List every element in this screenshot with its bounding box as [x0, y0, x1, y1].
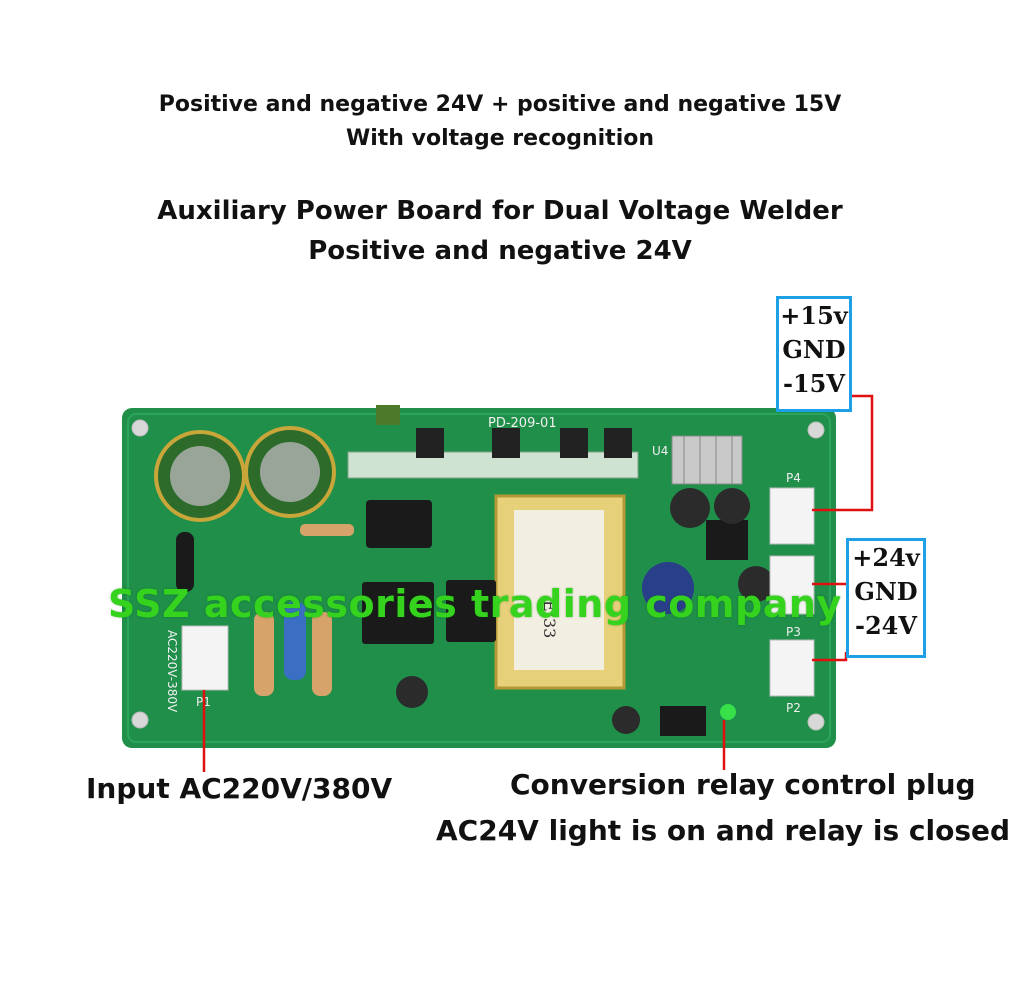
resistors [254, 524, 354, 696]
plus-15v-label: +15v [780, 301, 848, 330]
u4-silk: U4 [652, 444, 668, 458]
minus-24v-label: -24V [855, 611, 917, 640]
heading-line-4: Positive and negative 24V [308, 236, 692, 266]
input-caption: Input AC220V/380V [86, 772, 393, 805]
relay-caption-line-2: AC24V light is on and relay is closed [436, 814, 1010, 847]
mounting-holes [131, 419, 825, 731]
indicator-led [720, 704, 736, 720]
gnd-15v-label: GND [782, 335, 846, 364]
svg-text:P3: P3 [786, 625, 801, 639]
heading-line-1: Positive and negative 24V + positive and… [158, 92, 842, 117]
regulator-heatsink [671, 435, 743, 485]
voltage-box-24v: +24v GND -24V [846, 538, 926, 658]
input-voltage-silk: AC220V-380V [165, 630, 179, 713]
connector-p2 [769, 639, 815, 697]
board-model-silk: PD-209-01 [488, 416, 557, 431]
voltage-box-15v: +15v GND -15V [776, 296, 852, 412]
transformer: EI33 [494, 494, 626, 690]
output-connectors: P4 P3 P2 [769, 471, 815, 715]
transformer-label: EI33 [540, 600, 559, 638]
heatsink-strip [347, 405, 639, 479]
gnd-24v-label: GND [854, 577, 918, 606]
svg-text:P2: P2 [786, 701, 801, 715]
heading-line-2: With voltage recognition [345, 126, 655, 151]
output-capacitors [396, 488, 774, 734]
connector-p3 [769, 555, 815, 615]
minus-15v-label: -15V [783, 369, 845, 398]
svg-text:P4: P4 [786, 471, 801, 485]
input-connector-p1: P1 AC220V-380V [165, 625, 229, 713]
watermark-text: SSZ accessories trading company [108, 582, 842, 626]
input-capacitors [154, 426, 336, 522]
relay-caption-line-1: Conversion relay control plug [510, 768, 976, 801]
heading-line-3: Auxiliary Power Board for Dual Voltage W… [157, 196, 843, 226]
plus-24v-label: +24v [852, 543, 920, 572]
power-components [176, 500, 748, 736]
connector-p4 [769, 487, 815, 545]
